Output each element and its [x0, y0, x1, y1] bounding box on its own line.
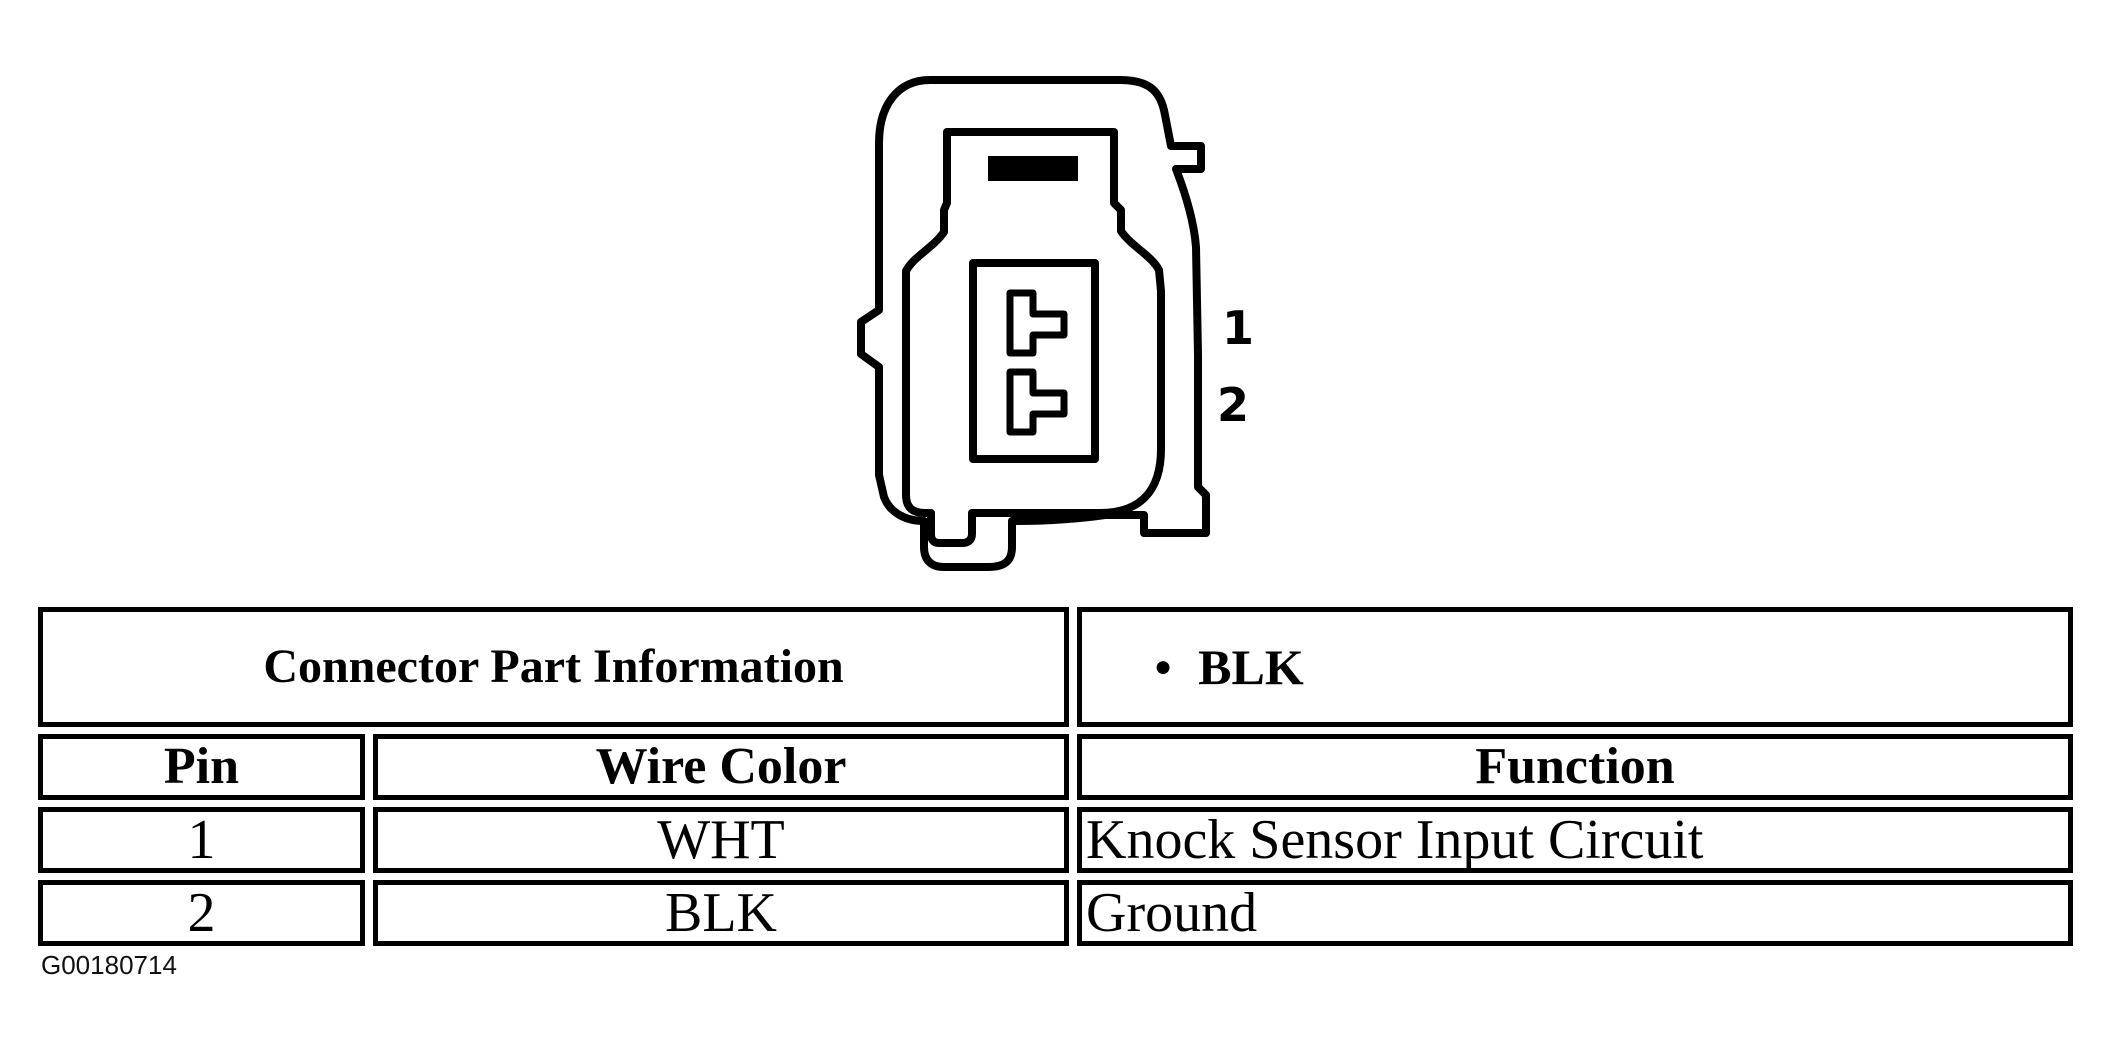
row2-function-cell: Ground — [1077, 880, 2073, 946]
row1-function-cell: Knock Sensor Input Circuit — [1077, 807, 2073, 873]
column-header-function: Function — [1077, 734, 2073, 800]
connector-pinout-table: Connector Part Information ● BLK Pin Wir… — [38, 607, 2073, 946]
column-header-wire-color: Wire Color — [373, 734, 1069, 800]
pin-2-label: 2 — [1217, 378, 1249, 432]
part-info-header-cell: Connector Part Information — [38, 607, 1069, 727]
row2-pin-cell: 2 — [38, 880, 365, 946]
connector-diagram: 1 2 — [857, 76, 1254, 571]
connector-color-label: BLK — [1198, 639, 1304, 695]
pin-1-label: 1 — [1222, 301, 1254, 355]
figure-id: G00180714 — [41, 950, 177, 980]
pin-1-terminal — [1006, 289, 1068, 357]
row1-pin-cell: 1 — [38, 807, 365, 873]
column-header-pin: Pin — [38, 734, 365, 800]
row1-wire-color-cell: WHT — [373, 807, 1069, 873]
row2-wire-color-cell: BLK — [373, 880, 1069, 946]
connector-keyway-bar — [988, 156, 1078, 181]
pin-2-terminal — [1006, 368, 1068, 436]
bullet-icon: ● — [1154, 650, 1173, 683]
connector-color-cell: ● BLK — [1077, 607, 2073, 727]
